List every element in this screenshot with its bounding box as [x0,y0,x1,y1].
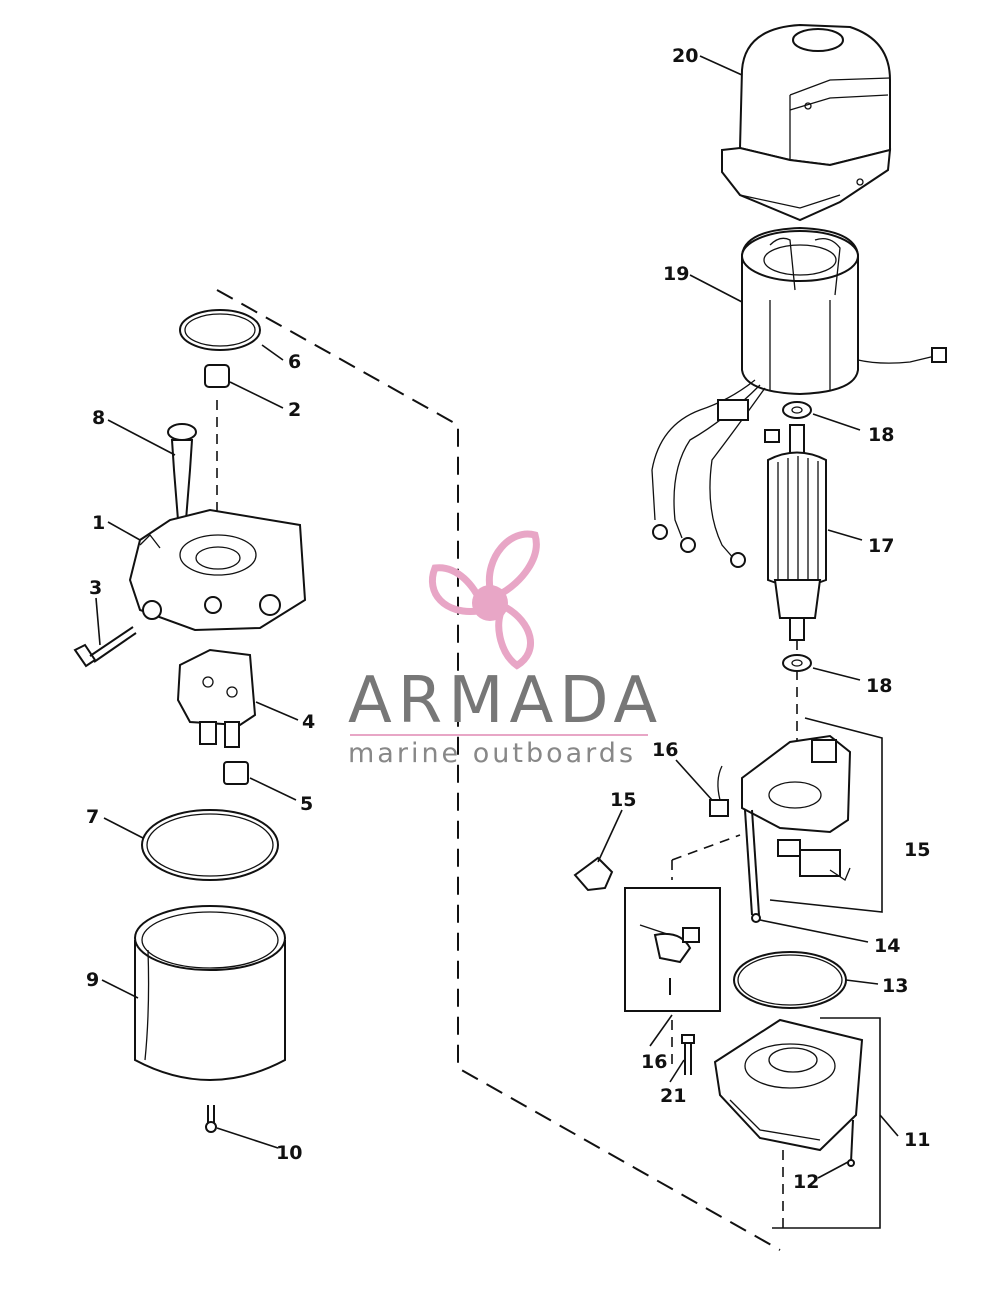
callout-9: 9 [86,969,99,991]
assembly-brackets [769,717,883,1229]
spool [204,364,230,388]
callout-15-clip: 15 [610,789,636,811]
pump-adjust-screw [73,626,137,668]
callout-7: 7 [86,806,99,828]
callout-3: 3 [89,577,102,599]
callout-6: 6 [288,351,301,373]
callout-16-upper: 16 [652,739,678,761]
thrust-washer-lower-hole [791,659,803,667]
callout-18-upper: 18 [868,424,894,446]
brush-inset-box [624,887,721,1012]
end-cap-o-ring [733,951,847,1009]
motor-cover [721,23,892,222]
brush-clip [573,856,614,892]
callout-11: 11 [904,1129,930,1151]
thrust-washer-upper-hole [791,406,803,414]
callout-labels: 20 19 18 17 18 16 15 15 14 13 16 21 11 1… [86,45,930,1193]
leader-lines [95,55,899,1179]
callout-4: 4 [302,711,315,733]
reservoir-o-ring [141,809,279,881]
o-ring-top [179,309,261,351]
propeller-blade-left [428,564,484,615]
callout-15-plate: 15 [904,839,930,861]
callout-19: 19 [663,263,689,285]
drain-plug [223,761,249,785]
callout-1: 1 [92,512,105,534]
propeller-hub [472,585,508,621]
reservoir [134,905,286,1081]
callout-20: 20 [672,45,698,67]
assembly-dashed-lines [216,289,798,1251]
thrust-washer-lower [782,654,812,672]
watermark-tagline: marine outboards [348,738,636,769]
fill-screw-dipstick [167,423,197,521]
propeller-logo-icon [428,530,540,670]
callout-18-lower: 18 [866,675,892,697]
brush-plate [741,734,852,881]
thrust-washer-upper [782,401,812,419]
reservoir-screw [205,1105,217,1133]
callout-13: 13 [882,975,908,997]
armature [767,424,827,641]
o-ring-top-inner [184,313,256,347]
through-bolts [744,809,761,923]
pump-body [176,648,257,748]
propeller-blade-right [495,602,535,670]
callout-17: 17 [868,535,894,557]
ground-bolt [681,1034,695,1075]
callout-14: 14 [874,935,900,957]
callout-5: 5 [300,793,313,815]
motor-end-cap [713,1018,864,1152]
field-frame [741,226,947,396]
armada-watermark: ARMADA marine outboards [348,530,663,769]
propeller-blade-top [485,530,540,597]
callout-16-lower: 16 [641,1051,667,1073]
reservoir-o-ring-inner [146,813,274,877]
thermal-switch [709,765,729,817]
end-cap-screw [847,1119,855,1167]
pump-housing [128,508,307,632]
callout-12: 12 [793,1171,819,1193]
wire-leads [651,379,780,568]
watermark-brand: ARMADA [348,664,663,738]
callout-2: 2 [288,399,301,421]
callout-8: 8 [92,407,105,429]
end-cap-o-ring-inner [737,954,843,1006]
callout-21: 21 [660,1085,686,1107]
callout-10: 10 [276,1142,302,1164]
